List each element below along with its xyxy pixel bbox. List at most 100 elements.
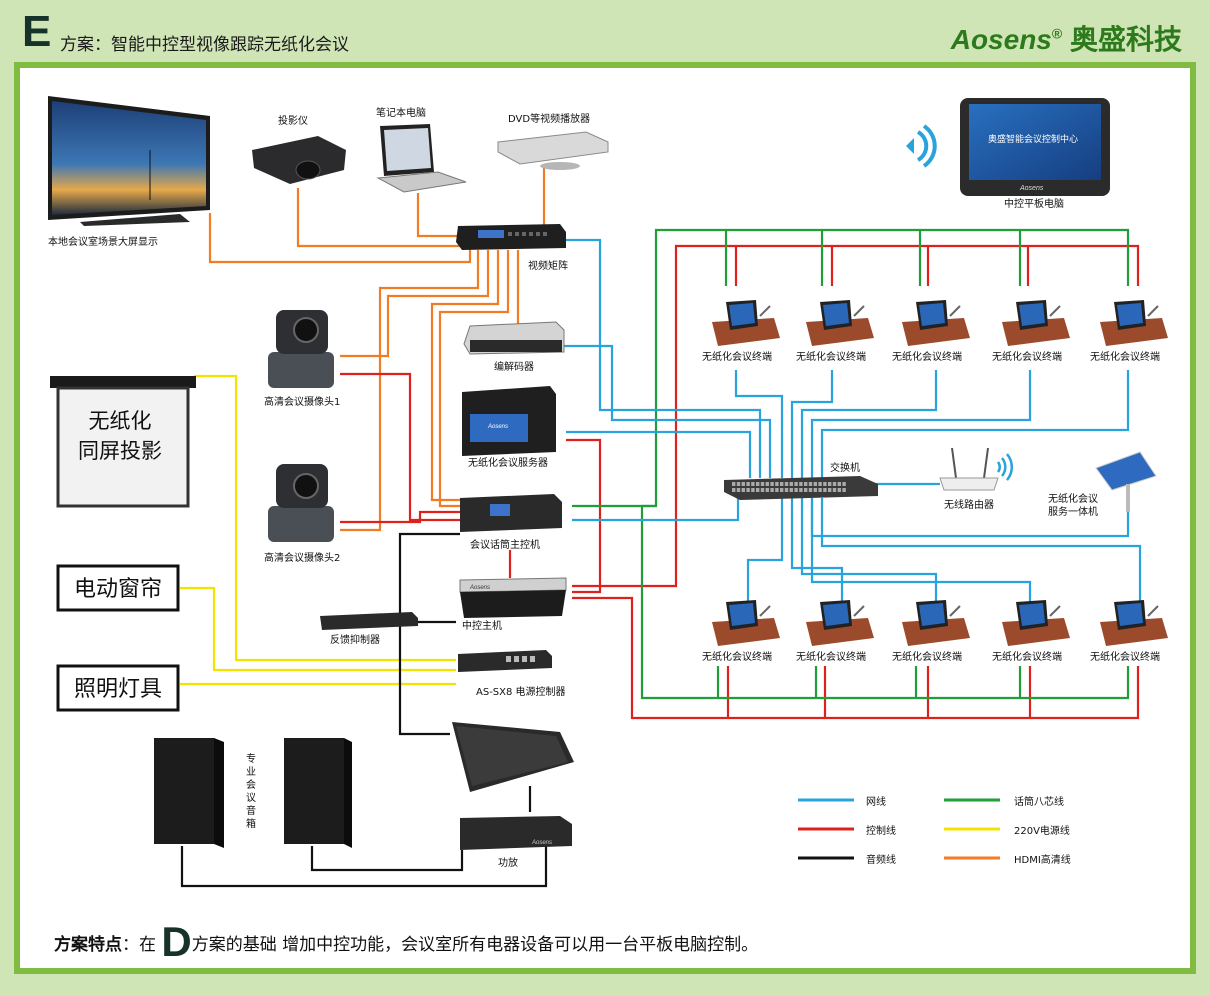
kiosk-label-2: 服务一体机 [1048,505,1098,518]
terminal-screen [1117,603,1143,626]
terminal-label: 无纸化会议终端 [796,350,866,363]
switch-port [732,488,736,492]
projection-screen-line-1: 无纸化 [89,409,152,433]
codec [463,321,565,355]
power-wires [180,374,456,686]
terminal-label: 无纸化会议终端 [1090,650,1160,663]
brand-logo: Aosens® 奥盛科技 [951,18,1182,58]
paperless-terminal: 无纸化会议终端 [1090,600,1168,663]
switch-port [780,488,784,492]
camera-2 [268,464,334,542]
terminal-label: 无纸化会议终端 [892,350,962,363]
switch-port [760,488,765,492]
switch-port [756,488,760,492]
switch-port [775,482,779,486]
terminal-desk [902,618,970,646]
switch-port [808,482,813,486]
tablet-label: 中控平板电脑 [1004,197,1064,210]
kiosk-label-1: 无纸化会议 [1048,492,1098,505]
switch-port [837,482,841,486]
paperless-terminal: 无纸化会议终端 [796,300,874,363]
terminal-mic [949,305,961,317]
switch-port [784,488,789,492]
tablet-screen-text: 奥盛智能会议控制中心 [988,133,1078,145]
paperless-terminal: 无纸化会议终端 [702,600,780,663]
switch-port [799,482,803,486]
terminal-desk [902,318,970,346]
footer-pre: ：在 [122,935,162,955]
switch-port [765,482,769,486]
control-host: Aosens [459,577,567,618]
terminal-screen [823,603,849,626]
switch-port [818,488,822,492]
switch-port [823,482,827,486]
feedback-suppressor [320,612,418,630]
big-screen-display [48,96,210,226]
paperless-server: Aosens [462,386,556,456]
camera-1-label: 高清会议摄像头1 [264,395,340,408]
legend-label: 网线 [866,795,886,808]
terminal-screen [919,603,945,626]
wireless-icon [906,124,937,168]
power-controller [458,650,552,672]
router-label: 无线路由器 [944,498,994,511]
terminal-label: 无纸化会议终端 [892,650,962,663]
terminal-screen [729,303,755,326]
switch-port [784,482,789,486]
terminal-screen [919,303,945,326]
curtain-label: 电动窗帘 [74,577,162,602]
terminal-label: 无纸化会议终端 [702,650,772,663]
switch-port [751,488,755,492]
paperless-terminal: 无纸化会议终端 [892,300,970,363]
terminal-mic [1147,605,1159,617]
audio-mixer [452,722,574,792]
terminal-desk [806,318,874,346]
terminal-mic [853,305,865,317]
switch-port [736,482,741,486]
terminal-mic [949,605,961,617]
speaker-left [154,738,224,848]
footer: 方案特点：在 D方案的基础 增加中控功能，会议室所有电器设备可以用一台平板电脑控… [54,918,758,966]
switch-port [832,482,837,486]
terminal-desk [1002,318,1070,346]
terminal-screen [1117,303,1143,326]
switch-port [828,482,832,486]
legend-label: HDMI高清线 [1014,853,1071,866]
legend-label: 音频线 [866,853,896,866]
terminal-desk [806,618,874,646]
terminal-label: 无纸化会议终端 [992,350,1062,363]
feedback-label: 反馈抑制器 [330,633,380,646]
switch-port [736,488,741,492]
terminal-label: 无纸化会议终端 [702,350,772,363]
switch-port [832,488,837,492]
switch-port [775,488,779,492]
svg-text:议: 议 [246,792,256,804]
switch-port [808,488,813,492]
svg-text:箱: 箱 [246,817,256,830]
switch-label: 交换机 [830,461,860,474]
wires [180,166,1142,888]
terminal-desk [1100,318,1168,346]
switch-port [813,482,817,486]
switch-port [828,488,832,492]
paperless-terminal: 无纸化会议终端 [992,300,1070,363]
projector-label: 投影仪 [278,114,308,127]
svg-text:会: 会 [246,778,256,791]
video-matrix [456,224,566,250]
switch-port [813,488,817,492]
terminal-mic [1147,305,1159,317]
switch-port [780,482,784,486]
svg-text:专: 专 [246,752,256,765]
terminal-desk [1002,618,1070,646]
amplifier: Aosens [460,816,572,850]
switch-port [751,482,755,486]
kiosk [1095,451,1157,512]
mic-host-label: 会议话筒主控机 [470,538,540,551]
switch-port [765,488,769,492]
brand-name-cn: 奥盛科技 [1062,24,1182,55]
amplifier-brand: Aosens [531,840,552,846]
hdmi-wires [208,166,546,532]
speakers-label: 专 业 会 议 音 箱 [246,752,256,830]
terminals-bottom-row: 无纸化会议终端无纸化会议终端无纸化会议终端无纸化会议终端无纸化会议终端 [702,600,1168,663]
scheme-title: 方案：智能中控型视像跟踪无纸化会议 [60,35,349,55]
